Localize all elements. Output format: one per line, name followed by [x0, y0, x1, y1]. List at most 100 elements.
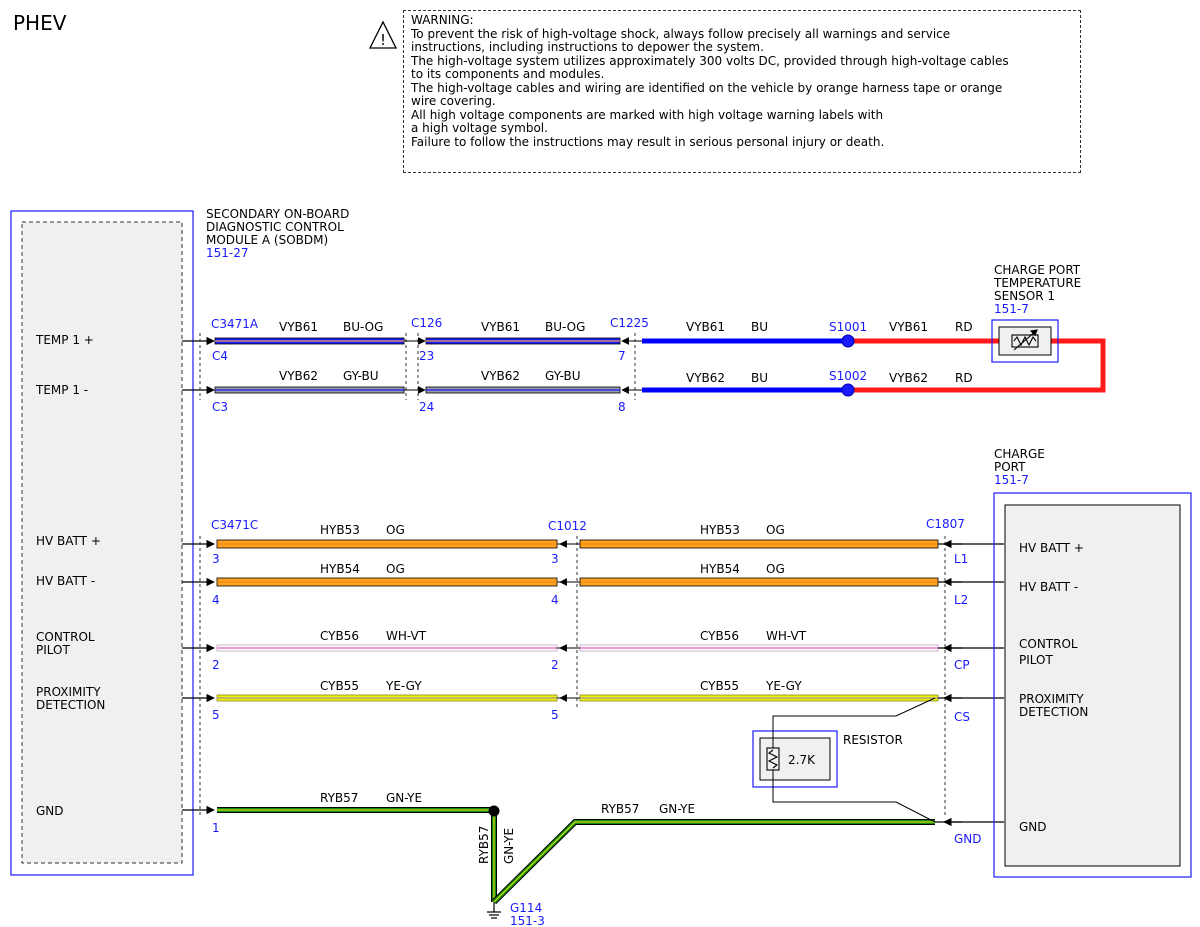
pin-cp: CP: [954, 658, 970, 672]
connector-c1012: C1012: [548, 519, 587, 533]
charge-port-pin-control-pilot: PILOT: [1019, 653, 1053, 667]
pin-l1: L1: [954, 552, 968, 566]
sobdm-pin-control-pilot: CONTROL: [36, 630, 95, 644]
sobdm-pin-temp1-minus: TEMP 1 -: [35, 383, 88, 397]
pin-c4: C4: [212, 349, 228, 363]
sobdm-pin-control-pilot: PILOT: [36, 643, 70, 657]
circuit-label: VYB61: [279, 320, 318, 334]
circuit-label: RYB57: [320, 791, 358, 805]
circuit-label: HYB54: [320, 562, 360, 576]
circuit-label: CYB56: [320, 629, 359, 643]
page-title: PHEV: [13, 11, 67, 35]
connector-c3471c: C3471C: [211, 518, 258, 532]
wire-color-label: WH-VT: [386, 629, 427, 643]
circuit-label: CYB56: [700, 629, 739, 643]
pin-2: 2: [551, 658, 559, 672]
charge-port-ref: 151-7: [994, 473, 1029, 487]
sobdm-pin-proximity: DETECTION: [36, 698, 105, 712]
warning-line: instructions, including instructions to …: [411, 40, 764, 54]
circuit-label: CYB55: [320, 679, 359, 693]
sobdm-pin-hv-batt-minus: HV BATT -: [36, 574, 95, 588]
sobdm-pin-hv-batt-plus: HV BATT +: [36, 534, 101, 548]
wire-color-label: OG: [386, 562, 405, 576]
resistor-body: [759, 737, 831, 781]
inline-connector-marks: [404, 337, 642, 394]
charge-port-outline: [993, 492, 1192, 878]
svg-text:!: !: [380, 31, 386, 49]
resistor-outline: [752, 730, 838, 788]
circuit-label: CYB55: [700, 679, 739, 693]
pin-5: 5: [212, 708, 220, 722]
charge-port-name: PORT: [994, 460, 1026, 474]
splice-s1002: [841, 383, 855, 397]
pin-4: 4: [551, 593, 559, 607]
pin-23: 23: [419, 349, 434, 363]
sobdm-name-line: DIAGNOSTIC CONTROL: [206, 220, 344, 234]
pin-1: 1: [212, 821, 220, 835]
circuit-label: HYB53: [320, 523, 360, 537]
pin-3: 3: [551, 552, 559, 566]
pin-cs: CS: [954, 710, 970, 724]
pin-2: 2: [212, 658, 220, 672]
pin-gnd: GND: [954, 832, 982, 846]
circuit-label: HYB54: [700, 562, 740, 576]
wire-color-label: GN-YE: [386, 791, 422, 805]
wire-color-label: GY-BU: [545, 369, 581, 383]
wire-color-label: OG: [766, 523, 785, 537]
circuit-label: VYB61: [686, 320, 725, 334]
connector-outlines: [199, 333, 946, 818]
sensor-name-line: CHARGE PORT: [994, 263, 1081, 277]
sobdm-pin-leads: [182, 336, 215, 815]
circuit-label: VYB62: [279, 369, 318, 383]
circuit-label: VYB61: [481, 320, 520, 334]
circuit-label: RYB57: [601, 802, 639, 816]
warning-line: to its components and modules.: [411, 67, 605, 81]
charge-port-pin-gnd: GND: [1019, 820, 1047, 834]
wire-color-label: RD: [955, 320, 973, 334]
connector-c126: C126: [411, 316, 442, 330]
splice-s1001-label: S1001: [829, 320, 867, 334]
pin-3: 3: [212, 552, 220, 566]
warning-line: wire covering.: [411, 94, 496, 108]
sobdm-ref: 151-27: [206, 246, 249, 260]
charge-port-pin-proximity: DETECTION: [1019, 705, 1088, 719]
warning-line: WARNING:: [411, 13, 474, 27]
circuit-label: VYB62: [686, 371, 725, 385]
pin-5: 5: [551, 708, 559, 722]
pin-l2: L2: [954, 593, 968, 607]
splice-s1001: [841, 334, 855, 348]
charge-port-pin-leads: [935, 539, 1004, 827]
sensor-name-line: SENSOR 1: [994, 289, 1055, 303]
wire-color-label: WH-VT: [766, 629, 807, 643]
pin-24: 24: [419, 400, 434, 414]
wire-color-label: YE-GY: [765, 679, 802, 693]
wire-color-label: YE-GY: [385, 679, 422, 693]
ground-icon: [487, 902, 501, 919]
warning-line: Failure to follow the instructions may r…: [411, 134, 885, 149]
warning-box: WARNING: To prevent the risk of high-vol…: [403, 10, 1081, 173]
wire-color-label: BU-OG: [545, 320, 585, 334]
splice-s1002-label: S1002: [829, 369, 867, 383]
sobdm-module-outline: [10, 210, 194, 876]
wire-cyb55: [216, 694, 939, 702]
wire-ryb57: [217, 807, 935, 905]
connector-c3471a: C3471A: [211, 317, 259, 331]
ground-name: G114: [510, 901, 542, 915]
sensor-name-line: TEMPERATURE: [993, 276, 1081, 290]
wire-color-label: BU: [751, 371, 768, 385]
pin-4: 4: [212, 593, 220, 607]
sensor-ref: 151-7: [994, 302, 1029, 316]
resistor-label: RESISTOR: [843, 733, 903, 747]
wire-color-label: RD: [955, 371, 973, 385]
splice-gnd: [488, 805, 500, 817]
warning-line: The high-voltage cables and wiring are i…: [411, 80, 1003, 95]
sobdm-pin-proximity: PROXIMITY: [36, 685, 101, 699]
pin-7: 7: [618, 349, 626, 363]
warning-line: To prevent the risk of high-voltage shoc…: [411, 26, 951, 41]
wire-color-label: OG: [766, 562, 785, 576]
circuit-label: VYB62: [889, 371, 928, 385]
ground-ref: 151-3: [510, 914, 545, 927]
circuit-label: HYB53: [700, 523, 740, 537]
charge-port-pin-proximity: PROXIMITY: [1019, 692, 1084, 706]
wire-color-label: BU: [751, 320, 768, 334]
